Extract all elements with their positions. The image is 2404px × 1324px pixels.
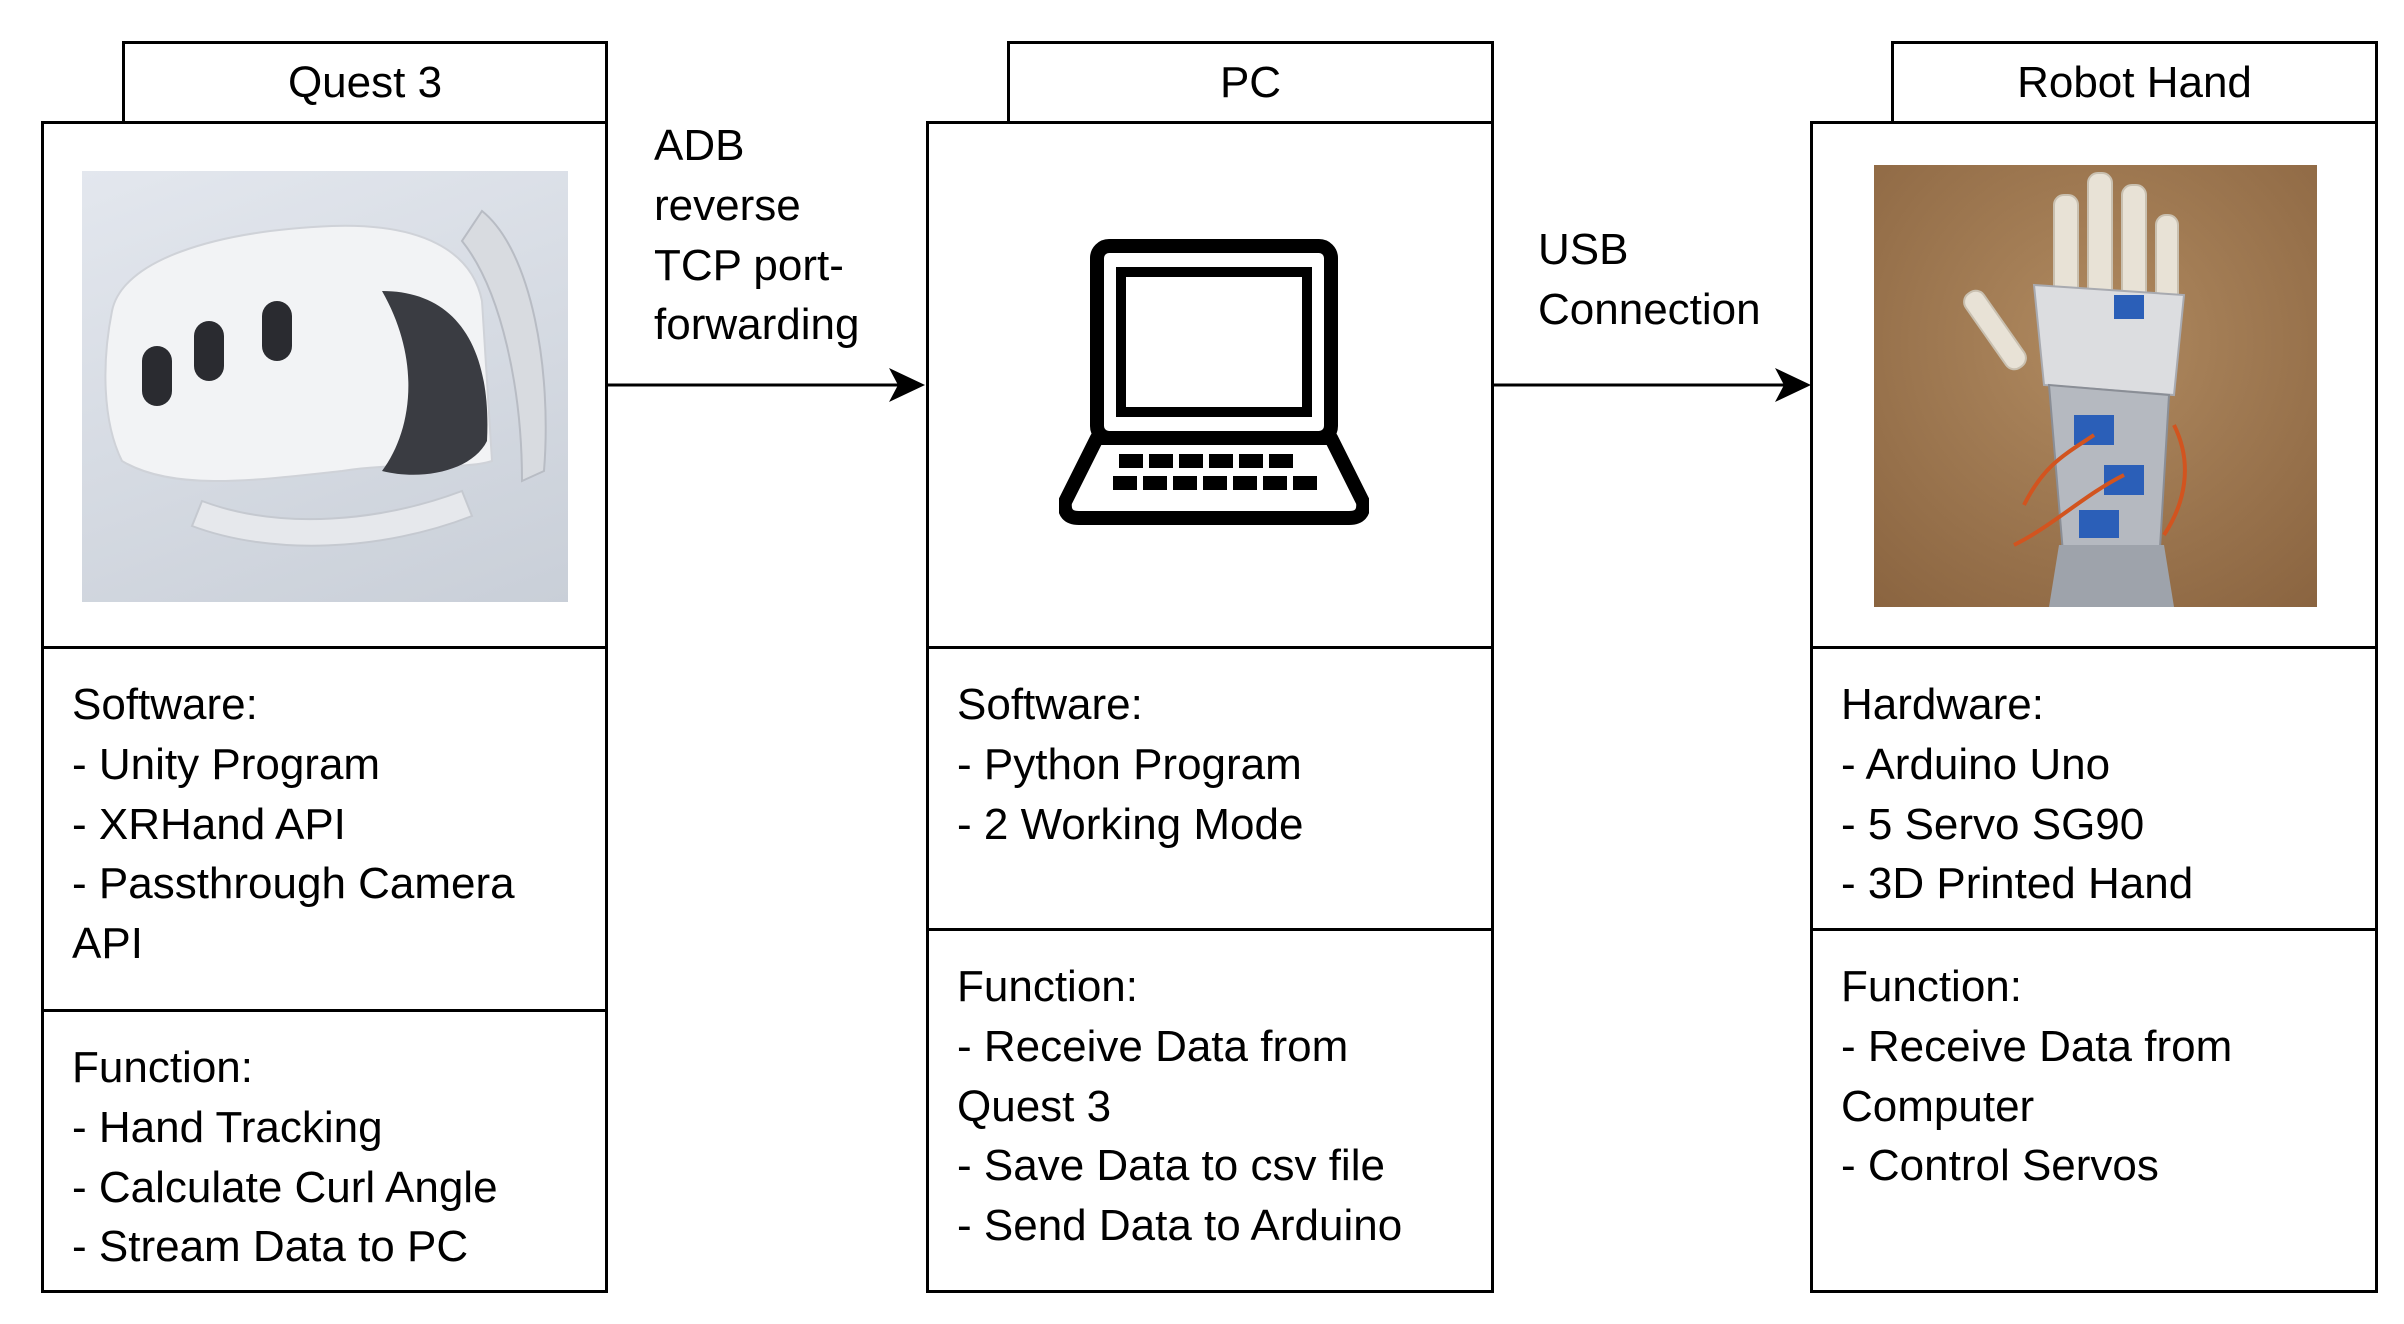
list-item: - Stream Data to PC — [72, 1222, 469, 1272]
pc-function-section: Function: - Receive Data from Quest 3 - … — [929, 928, 1491, 1290]
edge-label-line: ADB — [654, 121, 745, 170]
list-item: - 5 Servo SG90 — [1841, 799, 2145, 849]
list-item: - Calculate Curl Angle — [72, 1162, 498, 1212]
robot-title: Robot Hand — [2017, 57, 2252, 107]
quest-title-tab: Quest 3 — [122, 41, 608, 124]
vr-headset-image — [82, 171, 568, 602]
edge-label-line: USB — [1538, 225, 1629, 274]
quest-block: Software: - Unity Program - XRHand API -… — [41, 121, 608, 1293]
list-item: - Python Program — [957, 739, 1302, 789]
section-heading: Software: — [72, 680, 258, 729]
quest-function-section: Function: - Hand Tracking - Calculate Cu… — [44, 1009, 605, 1290]
section-heading: Function: — [1841, 962, 2022, 1011]
pc-block: Software: - Python Program - 2 Working M… — [926, 121, 1494, 1293]
list-item: - Save Data to csv file — [957, 1141, 1385, 1191]
list-item: - 3D Printed Hand — [1841, 859, 2194, 909]
edge-label-line: forwarding — [654, 300, 860, 350]
section-heading: Function: — [72, 1043, 253, 1092]
robot-hardware-section: Hardware: - Arduino Uno - 5 Servo SG90 -… — [1813, 646, 2375, 928]
list-item: - Receive Data from Quest 3 — [957, 1021, 1349, 1131]
edge-label-line: reverse — [654, 180, 801, 230]
list-item: - Send Data to Arduino — [957, 1201, 1403, 1251]
quest-software-section: Software: - Unity Program - XRHand API -… — [44, 646, 605, 1009]
arrowhead-pc-to-robot — [1775, 368, 1811, 402]
pc-title: PC — [1219, 57, 1282, 107]
edge-label-line: Connection — [1538, 284, 1761, 334]
edge-label-line: TCP port- — [654, 240, 844, 290]
list-item: - Unity Program — [72, 739, 381, 789]
robot-function-section: Function: - Receive Data from Computer -… — [1813, 928, 2375, 1290]
section-heading: Software: — [957, 680, 1143, 729]
pc-title-tab: PC — [1007, 41, 1494, 124]
list-item: - Control Servos — [1841, 1141, 2159, 1191]
robot-title-tab: Robot Hand — [1891, 41, 2378, 124]
list-item: - Passthrough Camera API — [72, 859, 515, 969]
laptop-icon — [1059, 234, 1369, 534]
list-item: - Arduino Uno — [1841, 739, 2111, 789]
edge-label-quest-to-pc: ADB reverse TCP port- forwarding — [654, 116, 859, 355]
edge-label-pc-to-robot: USB Connection — [1538, 220, 1761, 340]
robot-block: Hardware: - Arduino Uno - 5 Servo SG90 -… — [1810, 121, 2378, 1293]
section-heading: Function: — [957, 962, 1138, 1011]
list-item: - XRHand API — [72, 799, 346, 849]
section-heading: Hardware: — [1841, 680, 2044, 729]
robot-hand-photo — [1874, 165, 2317, 607]
pc-software-section: Software: - Python Program - 2 Working M… — [929, 646, 1491, 928]
arrowhead-quest-to-pc — [889, 368, 925, 402]
list-item: - Receive Data from Computer — [1841, 1021, 2233, 1131]
list-item: - Hand Tracking — [72, 1102, 383, 1152]
list-item: - 2 Working Mode — [957, 799, 1304, 849]
quest-title: Quest 3 — [287, 57, 443, 107]
